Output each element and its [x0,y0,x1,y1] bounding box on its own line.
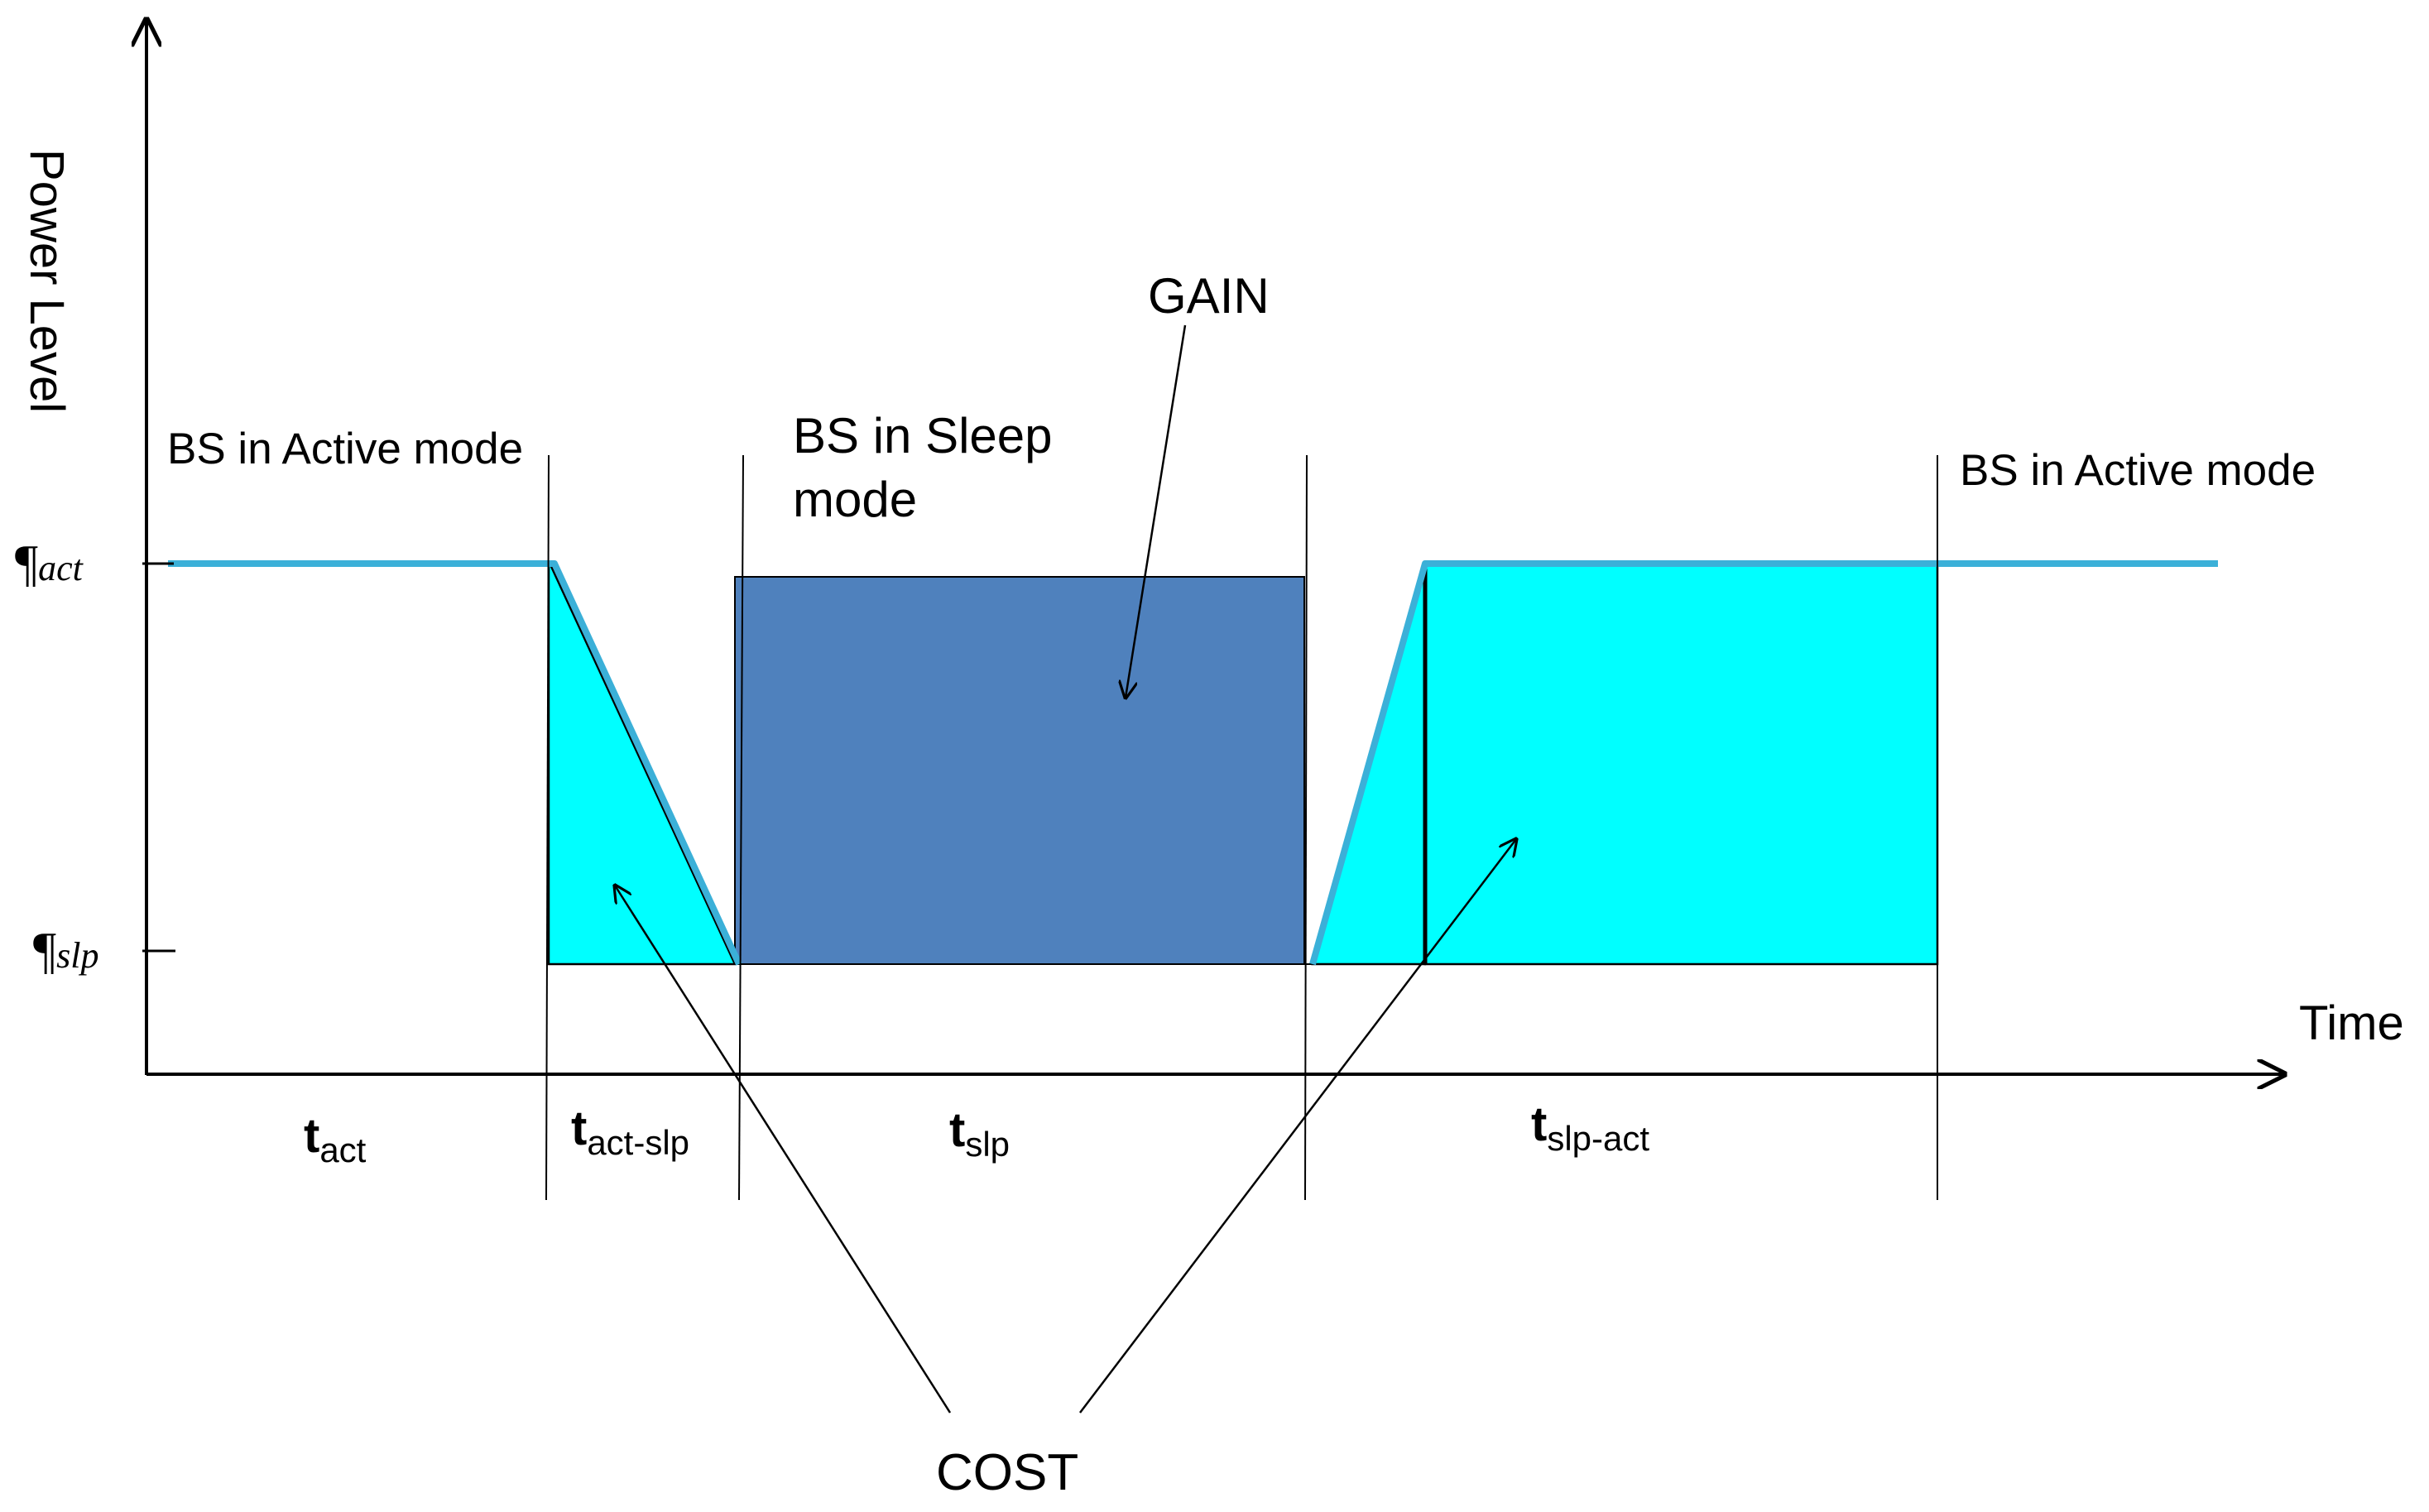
region-label-sleep-line2: mode [793,472,917,527]
y-axis-label: Power Level [20,149,74,413]
region-label-active-right: BS in Active mode [1960,446,2316,495]
interval-label-slp-act: tslp-act [1531,1097,1649,1158]
x-axis-label: Time [2299,996,2404,1050]
gain-region [734,576,1305,965]
y-tick-label-act: ¶act [15,535,84,592]
cost-arrow-left [615,886,952,1414]
gain-arrow [1126,324,1187,698]
cost-label: COST [936,1444,1078,1501]
interval-label-act: tact [304,1109,367,1169]
separator-3 [1304,454,1308,1201]
gain-label: GAIN [1148,268,1270,324]
cost-region-slp-act-plateau [1423,563,1939,966]
power-level-line [168,560,742,966]
interval-label-slp: tslp [949,1103,1010,1164]
cost-arrow-right [1079,839,1516,1414]
region-label-active-left: BS in Active mode [167,425,523,473]
region-label-sleep-line1: BS in Sleep [793,408,1053,463]
power-level-line-rise [1309,560,2218,966]
y-tick-label-slp: ¶slp [33,923,98,979]
interval-label-act-slp: tact-slp [571,1102,689,1162]
cost-region-act-to-slp [547,560,737,966]
